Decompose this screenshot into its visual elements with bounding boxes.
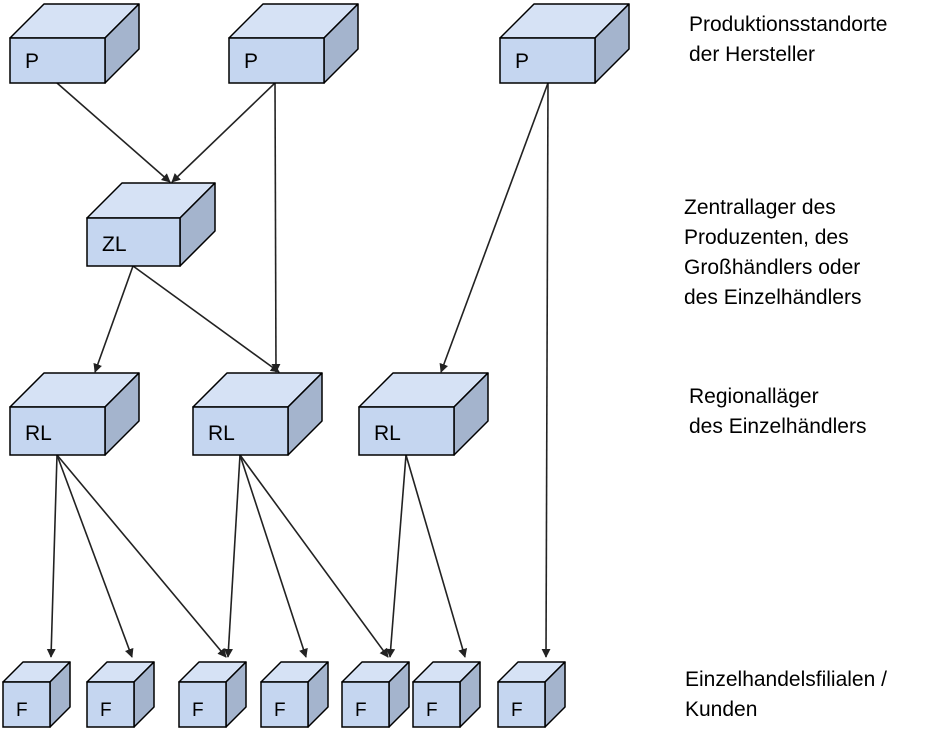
arrow-rl1-f3 (56, 454, 227, 658)
producer-box-2: P (228, 3, 359, 84)
producer-box-3: P (499, 3, 630, 84)
regional-warehouse-box-3: RL (358, 372, 489, 456)
arrow-rl2-f3 (223, 454, 241, 658)
arrow-p1-zl (56, 82, 171, 183)
producer-box-1: P (9, 3, 140, 84)
arrow-zl-rl2 (132, 265, 280, 373)
store-box-6: F (412, 661, 481, 728)
producer-box-1-label: P (25, 50, 39, 73)
store-box-4-label: F (274, 700, 286, 721)
store-box-7-label: F (511, 700, 523, 721)
store-box-4: F (260, 661, 329, 728)
producer-box-2-label: P (244, 50, 258, 73)
store-box-3: F (178, 661, 247, 728)
level-label-regional-warehouse: Regionalläger des Einzelhändlers (689, 385, 867, 438)
arrow-zl-rl1 (93, 265, 134, 373)
store-box-1: F (2, 661, 71, 728)
regional-warehouse-box-1: RL (9, 372, 140, 456)
central-warehouse-box: ZL (86, 182, 216, 267)
arrow-p3-f7 (541, 82, 551, 658)
arrow-rl1-f1 (46, 454, 58, 658)
arrow-p2-zl (171, 82, 276, 183)
store-box-6-label: F (426, 700, 438, 721)
arrow-p3-rl3 (439, 82, 549, 373)
arrow-rl2-f4 (239, 454, 308, 658)
store-box-2-label: F (100, 700, 112, 721)
store-box-7: F (497, 661, 566, 728)
arrow-rl3-f6 (405, 454, 468, 658)
store-box-5-label: F (355, 700, 367, 721)
arrow-rl3-f5 (386, 454, 407, 658)
arrow-rl2-f5 (239, 454, 389, 658)
store-box-2: F (86, 661, 155, 728)
store-box-3-label: F (192, 700, 204, 721)
level-label-central-warehouse: Zentrallager des Produzenten, des Großhä… (684, 196, 862, 309)
level-label-producers: Produktionsstandorte der Hersteller (689, 13, 888, 66)
arrow-p2-rl2 (271, 82, 281, 373)
store-box-5: F (341, 661, 410, 728)
regional-warehouse-box-2: RL (192, 372, 323, 456)
arrow-rl1-f2 (56, 454, 134, 658)
store-box-1-label: F (16, 700, 28, 721)
central-warehouse-box-label: ZL (102, 233, 127, 256)
producer-box-3-label: P (515, 50, 529, 73)
regional-warehouse-box-1-label: RL (25, 422, 52, 445)
regional-warehouse-box-2-label: RL (208, 422, 235, 445)
regional-warehouse-box-3-label: RL (374, 422, 401, 445)
level-label-stores: Einzelhandelsfilialen / Kunden (685, 668, 887, 721)
